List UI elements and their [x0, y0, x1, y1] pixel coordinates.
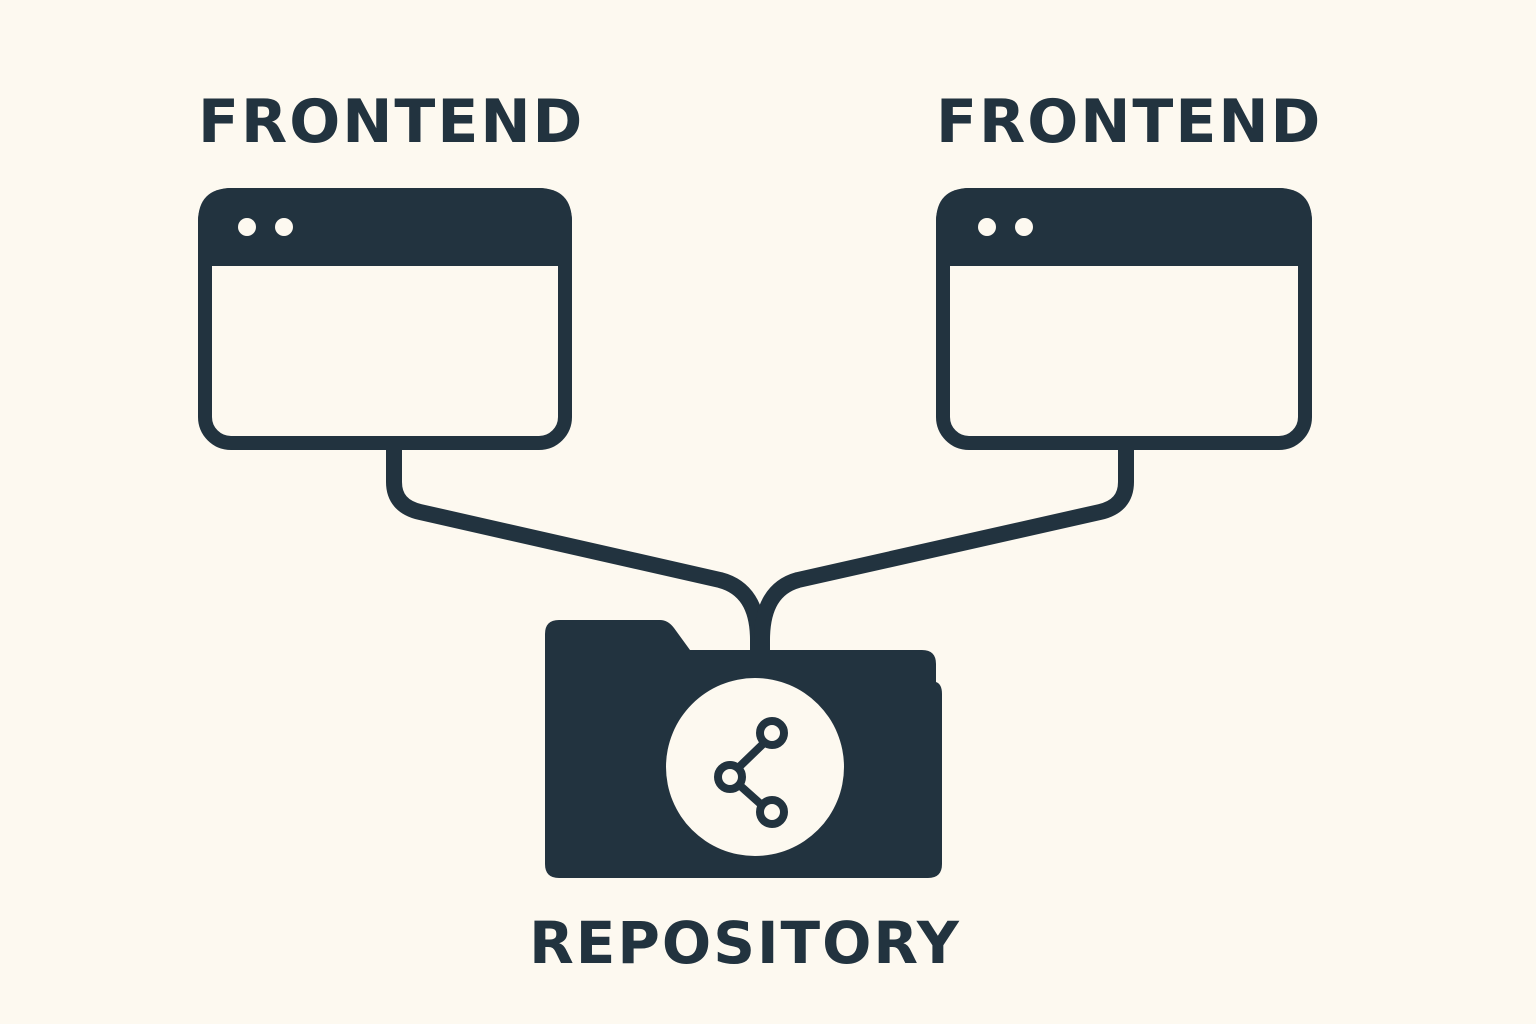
- window-dot-icon: [275, 218, 293, 236]
- browser-window-icon: [936, 188, 1312, 450]
- share-icon: [714, 717, 788, 828]
- frontend-left-label: FRONTEND: [198, 87, 585, 157]
- frontend-right-label: FRONTEND: [936, 87, 1323, 157]
- repository-label: REPOSITORY: [529, 909, 961, 977]
- connector-right: [754, 440, 1134, 660]
- browser-window-icon: [198, 188, 572, 450]
- window-dot-icon: [978, 218, 996, 236]
- window-dot-icon: [1015, 218, 1033, 236]
- folder-share-icon: [545, 620, 942, 878]
- window-dot-icon: [238, 218, 256, 236]
